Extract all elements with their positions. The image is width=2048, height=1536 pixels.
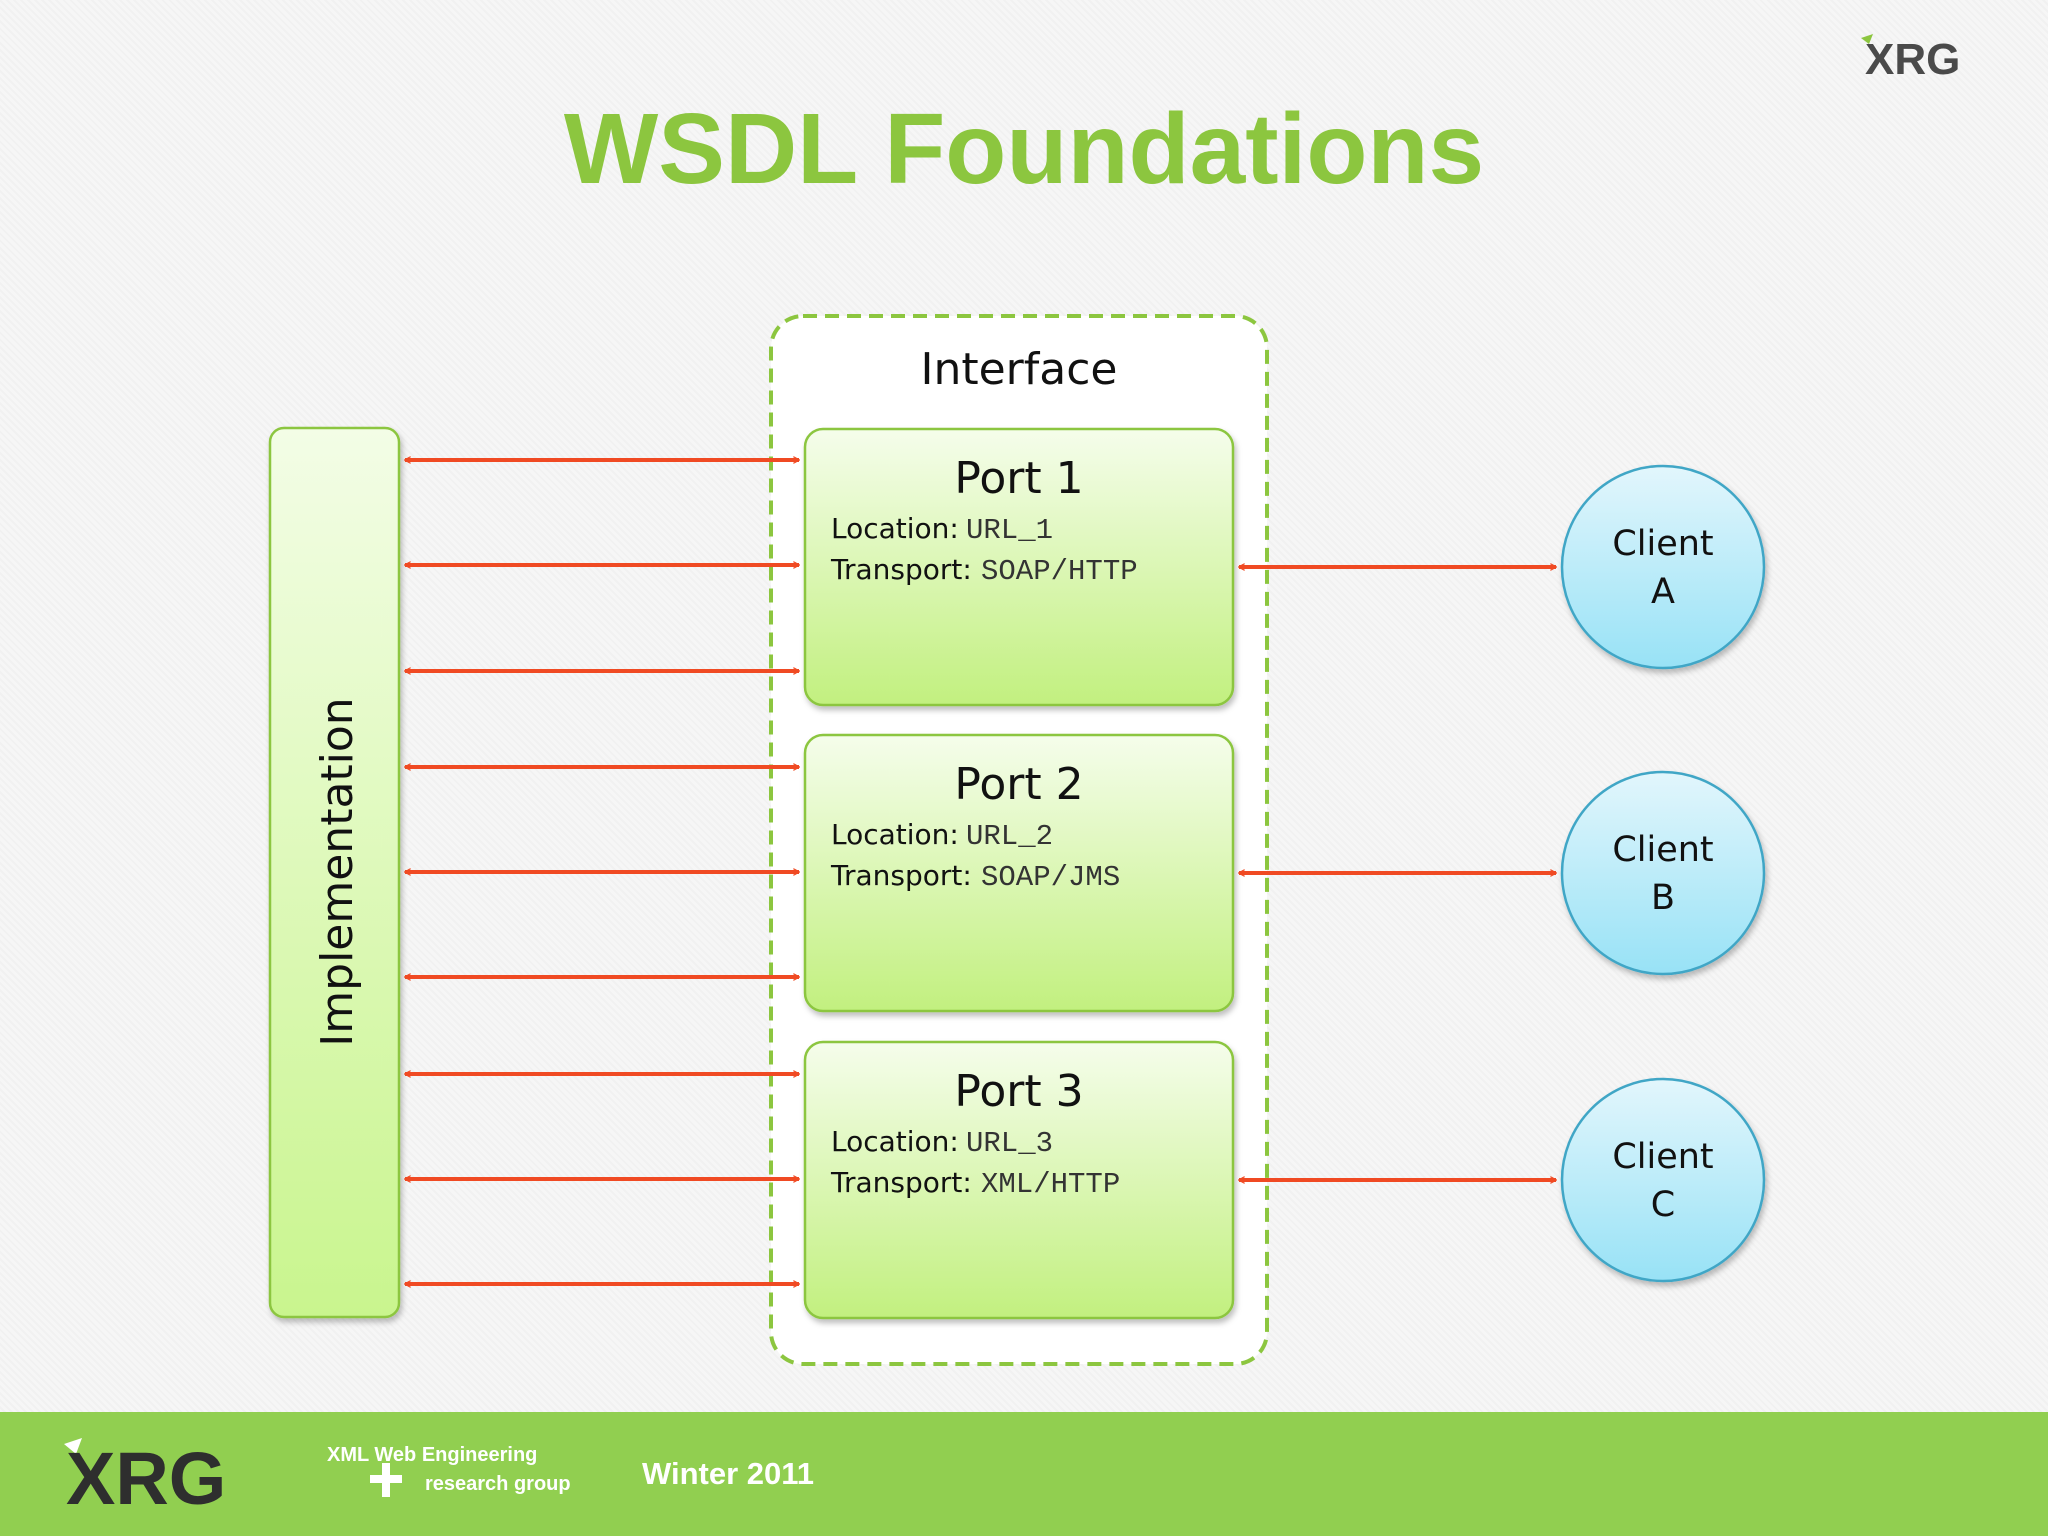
- port-transport-value: XML/HTTP: [981, 1168, 1120, 1201]
- footer-bar: XRG XML Web Engineering research group W…: [0, 1412, 2048, 1536]
- port-1: Port 1 Location: URL_1 Transport: SOAP/H…: [803, 427, 1235, 707]
- port-box: [803, 427, 1235, 707]
- xrg-logo-text: XRG: [1865, 35, 1960, 84]
- port-2: Port 2 Location: URL_2 Transport: SOAP/J…: [803, 733, 1235, 1013]
- interface-label: Interface: [921, 344, 1118, 395]
- plus-icon: [370, 1463, 402, 1497]
- client-b: Client B: [1560, 770, 1766, 976]
- client-circle: [1560, 1077, 1766, 1283]
- port-location-value: URL_1: [966, 514, 1053, 547]
- port-transport-label: Transport:: [830, 553, 972, 586]
- port-transport-value: SOAP/JMS: [981, 861, 1120, 894]
- port-box: [803, 1040, 1235, 1320]
- implementation-arrows: [405, 460, 799, 1284]
- port-location-label: Location:: [831, 1125, 959, 1158]
- client-label-line1: Client: [1612, 830, 1713, 870]
- port-box: [803, 733, 1235, 1013]
- client-a: Client A: [1560, 464, 1766, 670]
- client-arrows: [1239, 567, 1556, 1180]
- port-transport-value: SOAP/HTTP: [981, 555, 1138, 588]
- port-name: Port 2: [954, 759, 1083, 810]
- port-location-value: URL_2: [966, 820, 1053, 853]
- client-circle: [1560, 464, 1766, 670]
- slide-title: WSDL Foundations: [563, 93, 1485, 205]
- port-transport-label: Transport:: [830, 859, 972, 892]
- client-label-line2: B: [1651, 878, 1675, 918]
- footer-xrg-logo: XRG: [64, 1437, 226, 1514]
- port-location-value: URL_3: [966, 1127, 1053, 1160]
- port-location-label: Location:: [831, 512, 959, 545]
- implementation-label: Implementation: [312, 697, 363, 1046]
- xrg-logo: XRG: [1861, 34, 1960, 84]
- client-label-line1: Client: [1612, 524, 1713, 564]
- port-location-label: Location:: [831, 818, 959, 851]
- footer-tagline-top: XML Web Engineering: [327, 1444, 538, 1466]
- client-label-line2: C: [1651, 1185, 1675, 1225]
- port-name: Port 3: [954, 1066, 1083, 1117]
- footer-logo-text: XRG: [66, 1437, 226, 1514]
- client-label-line1: Client: [1612, 1137, 1713, 1177]
- client-label-line2: A: [1651, 572, 1675, 612]
- footer-tagline-bottom: research group: [425, 1473, 571, 1495]
- footer-date: Winter 2011: [642, 1456, 815, 1491]
- port-3: Port 3 Location: URL_3 Transport: XML/HT…: [803, 1040, 1235, 1320]
- client-c: Client C: [1560, 1077, 1766, 1283]
- port-name: Port 1: [954, 453, 1083, 504]
- port-transport-label: Transport:: [830, 1166, 972, 1199]
- client-circle: [1560, 770, 1766, 976]
- implementation-box: [268, 426, 401, 1319]
